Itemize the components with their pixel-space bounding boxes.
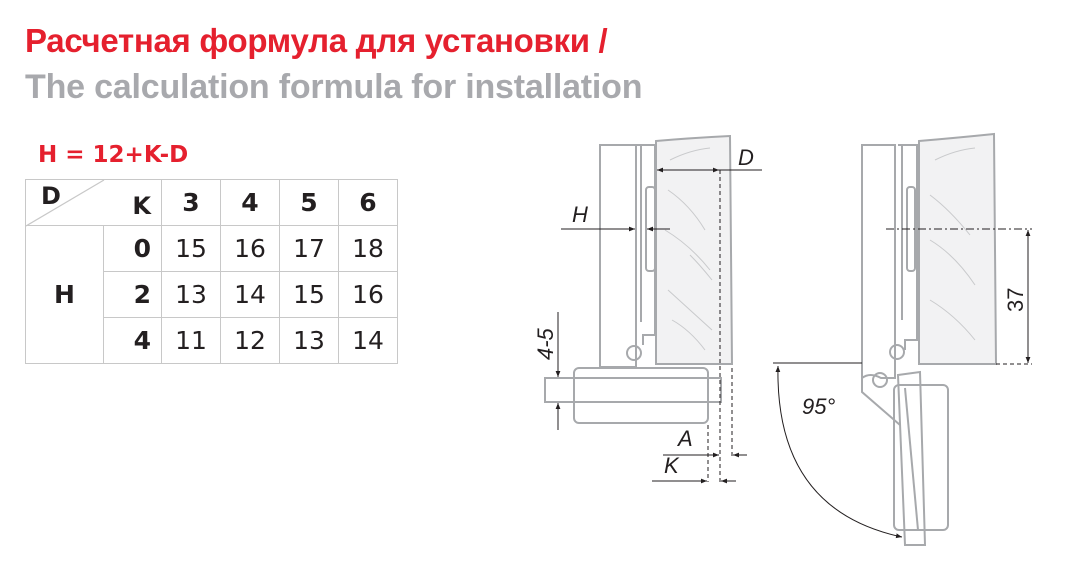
cabinet-side-panel — [861, 144, 896, 380]
hinge-knuckle — [626, 345, 642, 361]
column-header: 6 — [338, 179, 398, 226]
dimension-k-label: K — [664, 453, 680, 478]
corner-k-label: K — [132, 192, 151, 220]
table-cell: 17 — [279, 225, 339, 272]
opening-angle-label: 95° — [802, 394, 835, 419]
closed-hinge-diagram — [544, 134, 734, 424]
table-cell: 16 — [220, 225, 280, 272]
dimension-h-label: H — [572, 202, 588, 227]
title-russian: Расчетная формула для установки / — [25, 22, 608, 59]
formula: H = 12+K-D — [38, 142, 189, 168]
table-row: H 0 15 16 17 18 — [25, 225, 398, 364]
row-k-label: 4 — [103, 317, 162, 364]
door-panel — [655, 134, 734, 365]
hinge-knuckle-lower — [872, 372, 888, 388]
table-cell: 12 — [220, 317, 280, 364]
table-row: 2 13 14 15 16 — [26, 271, 398, 318]
corner-d-label: D — [41, 182, 61, 210]
row-group-h-label: H — [25, 225, 104, 364]
hinge-table: D K 3 4 5 6 H 0 15 16 17 18 2 13 14 15 1… — [25, 179, 398, 364]
table-cell: 15 — [161, 225, 221, 272]
table-cell: 11 — [161, 317, 221, 364]
hinge-arm — [898, 144, 918, 350]
angle-arc — [775, 365, 903, 539]
table-row: 4 11 12 13 14 — [26, 317, 398, 364]
cabinet-side-panel — [599, 144, 637, 368]
plate-rail — [544, 377, 722, 403]
dimension-a-label: A — [676, 426, 693, 451]
row-k-label: 0 — [103, 225, 162, 272]
open-hinge-dimensions — [773, 228, 1032, 539]
title-english: The calculation formula for installation — [25, 68, 643, 106]
closed-hinge-dimensions — [555, 167, 762, 484]
door-panel — [918, 132, 998, 365]
dimension-gap-label: 4-5 — [533, 327, 558, 360]
table-cell: 14 — [338, 317, 398, 364]
dimension-d-label: D — [738, 145, 754, 170]
mounting-plate — [573, 367, 709, 424]
table-corner-cell: D K — [25, 179, 162, 227]
table-cell: 13 — [279, 317, 339, 364]
open-hinge-diagram — [861, 132, 998, 546]
table-cell: 18 — [338, 225, 398, 272]
table-cell: 13 — [161, 271, 221, 318]
table-header-row: D K 3 4 5 6 — [25, 179, 398, 227]
corner-diagonal — [26, 180, 105, 227]
dimension-37-label: 37 — [1003, 288, 1028, 312]
table-cell: 14 — [220, 271, 280, 318]
wood-grain — [664, 147, 713, 351]
wood-grain — [929, 147, 976, 341]
hinge-arm — [636, 144, 656, 345]
hinge-knuckle — [889, 344, 905, 360]
